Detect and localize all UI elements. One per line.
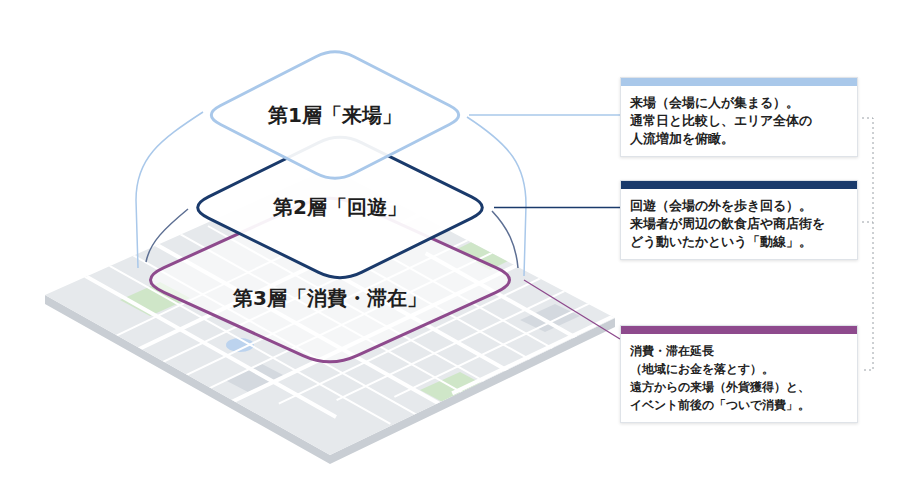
layer-title: 第2層「回遊」: [185, 194, 495, 221]
color-bar: [621, 78, 857, 86]
layer-diamond: 第1層「来場」: [200, 45, 470, 185]
leader-line: [524, 280, 620, 339]
callout-box: 消費・滞在延長（地域にお金を落とす）。 遠方からの来場（外貨獲得）と、 イベント…: [620, 325, 858, 423]
layer-title: 第3層「消費・滞在」: [135, 285, 525, 312]
leader-line: [494, 207, 620, 208]
color-bar: [621, 326, 857, 334]
group-bracket: [862, 118, 873, 370]
callout-box: 来場（会場に人が集まる）。 通常日と比較し、エリア全体の 人流増加を俯瞰。: [620, 77, 858, 157]
leader-line: [469, 115, 620, 116]
callout-text: 回遊（会場の外を歩き回る）。 来場者が周辺の飲食店や商店街を どう動いたかという…: [621, 189, 857, 259]
callout-text: 来場（会場に人が集まる）。 通常日と比較し、エリア全体の 人流増加を俯瞰。: [621, 86, 857, 156]
callout-box: 回遊（会場の外を歩き回る）。 来場者が周辺の飲食店や商店街を どう動いたかという…: [620, 180, 858, 260]
color-bar: [621, 181, 857, 189]
callout-text: 消費・滞在延長（地域にお金を落とす）。 遠方からの来場（外貨獲得）と、 イベント…: [621, 334, 857, 422]
layer-title: 第1層「来場」: [200, 102, 470, 129]
